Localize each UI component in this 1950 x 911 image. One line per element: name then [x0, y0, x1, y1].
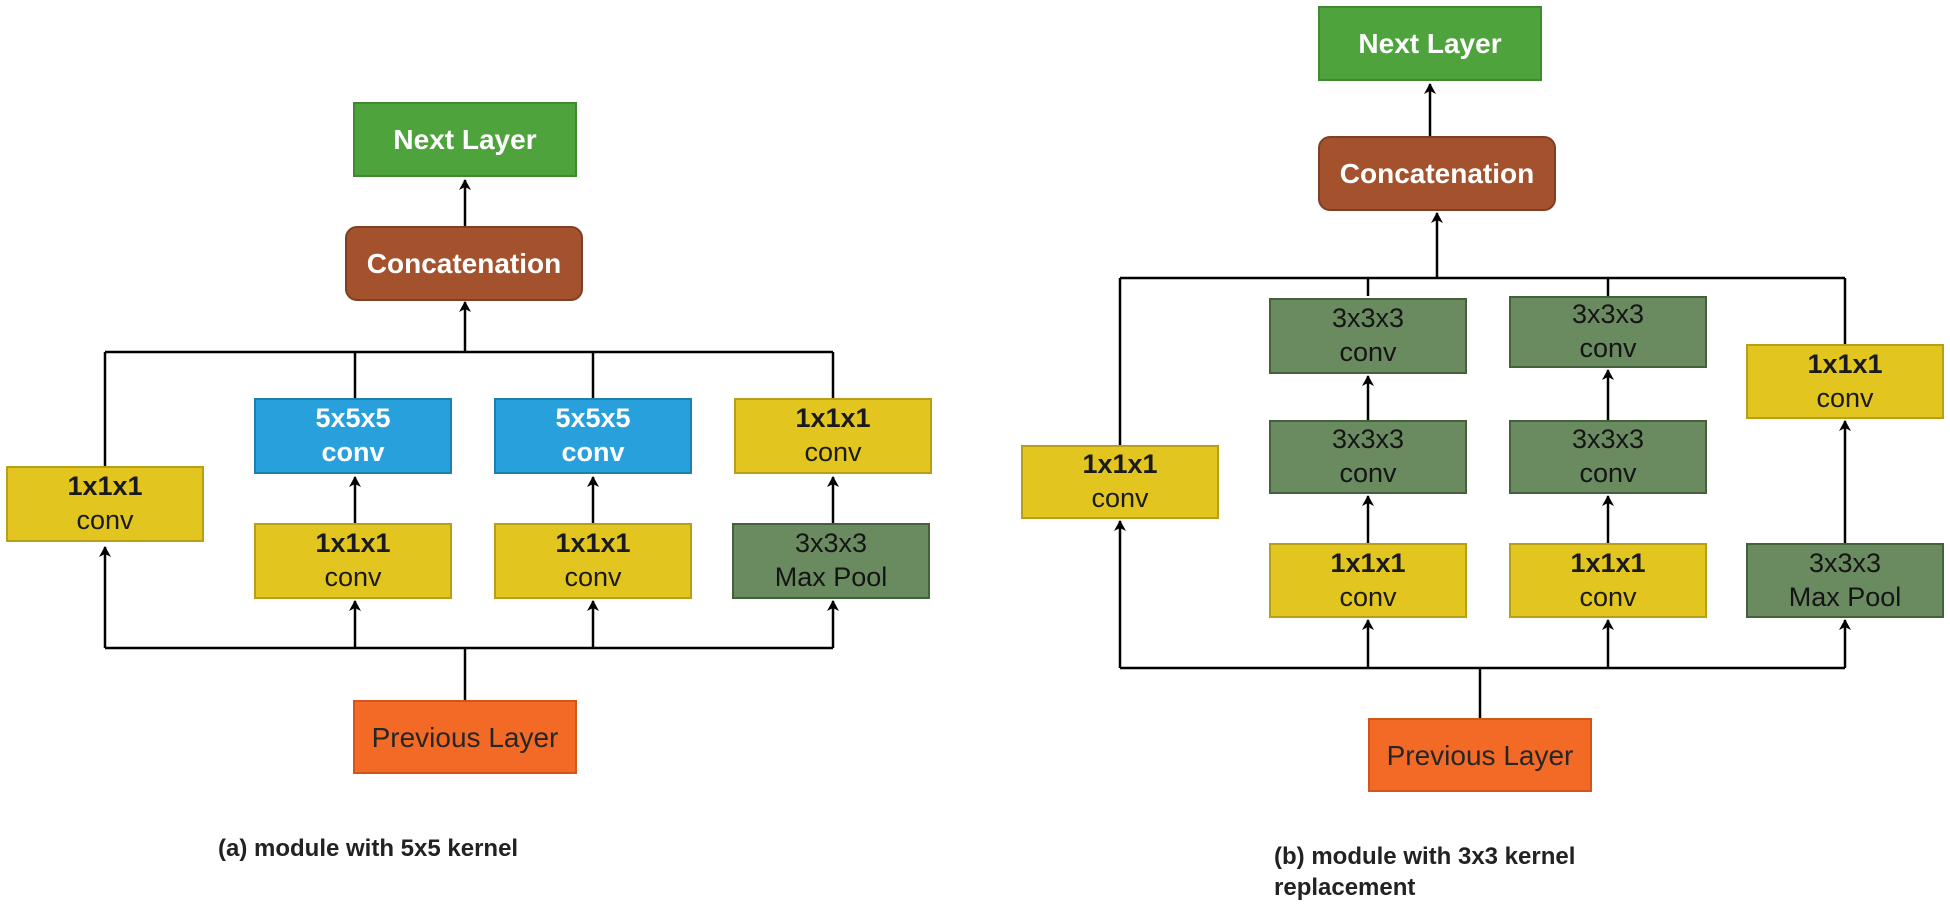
b-branch2-bottom-box: 1x1x1 conv: [1269, 543, 1467, 618]
b-branch1-line1: 1x1x1: [1082, 449, 1158, 480]
a-branch4-bottom-line1: 3x3x3: [794, 528, 868, 559]
b-branch3-bottom-box: 1x1x1 conv: [1509, 543, 1707, 618]
b-branch4-bottom-line2: Max Pool: [1788, 581, 1902, 612]
b-branch1-line2: conv: [1091, 483, 1149, 513]
b-next-layer-label: Next Layer: [1358, 28, 1502, 59]
a-branch3-top-line2: conv: [561, 437, 625, 467]
a-branch2-bottom-line1: 1x1x1: [315, 528, 391, 559]
b-concatenation-label: Concatenation: [1339, 158, 1535, 189]
a-branch4-top-line1: 1x1x1: [795, 403, 871, 434]
b-branch4-top-line1: 1x1x1: [1807, 348, 1883, 379]
a-branch1-conv-box: 1x1x1 conv: [6, 466, 204, 542]
b-branch2-top-line1: 3x3x3: [1331, 303, 1405, 334]
b-branch4-bottom-line1: 3x3x3: [1808, 547, 1882, 578]
b-branch3-top-line2: conv: [1579, 333, 1637, 363]
a-branch1-line2: conv: [76, 505, 134, 535]
a-branch3-bottom-box: 1x1x1 conv: [494, 523, 692, 599]
b-branch3-mid-line1: 3x3x3: [1571, 424, 1645, 455]
a-previous-layer-box: Previous Layer: [353, 700, 577, 774]
a-branch3-bottom-line1: 1x1x1: [555, 528, 631, 559]
a-next-layer-box: Next Layer: [353, 102, 577, 177]
a-branch4-top-box: 1x1x1 conv: [734, 398, 932, 474]
a-branch3-top-box: 5x5x5 conv: [494, 398, 692, 474]
a-caption-text: (a) module with 5x5 kernel: [218, 835, 519, 862]
b-branch1-conv-box: 1x1x1 conv: [1021, 445, 1219, 519]
b-branch4-top-line2: conv: [1816, 382, 1874, 413]
a-branch4-top-line2: conv: [804, 437, 862, 467]
b-caption-line2: replacement: [1274, 874, 1416, 902]
b-branch3-mid-line2: conv: [1579, 458, 1637, 488]
b-branch2-mid-line2: conv: [1339, 458, 1397, 488]
a-branch4-bottom-line2: Max Pool: [774, 562, 888, 592]
b-branch2-top-box: 3x3x3 conv: [1269, 298, 1467, 374]
a-next-layer-label: Next Layer: [393, 124, 537, 155]
b-previous-layer-box: Previous Layer: [1368, 718, 1592, 792]
b-branch3-mid-box: 3x3x3 conv: [1509, 420, 1707, 494]
b-concatenation-box: Concatenation: [1318, 136, 1556, 211]
a-previous-layer-label: Previous Layer: [371, 721, 559, 753]
a-concatenation-box: Concatenation: [345, 226, 583, 301]
a-concatenation-label: Concatenation: [366, 248, 562, 279]
b-branch2-top-line2: conv: [1339, 337, 1397, 367]
b-branch4-maxpool-box: 3x3x3 Max Pool: [1746, 543, 1944, 618]
b-previous-layer-label: Previous Layer: [1386, 739, 1574, 771]
b-branch4-top-box: 1x1x1 conv: [1746, 344, 1944, 419]
b-branch2-mid-box: 3x3x3 conv: [1269, 420, 1467, 494]
a-branch1-line1: 1x1x1: [67, 471, 143, 502]
b-caption-line1: (b) module with 3x3 kernel: [1274, 843, 1576, 870]
b-caption: (b) module with 3x3 kernel replacement: [1274, 841, 1575, 903]
b-branch2-bottom-line2: conv: [1339, 581, 1397, 612]
b-branch2-bottom-line1: 1x1x1: [1330, 547, 1406, 578]
a-branch2-bottom-box: 1x1x1 conv: [254, 523, 452, 599]
a-branch4-maxpool-box: 3x3x3 Max Pool: [732, 523, 930, 599]
a-branch2-bottom-line2: conv: [324, 562, 382, 592]
a-branch3-top-line1: 5x5x5: [555, 403, 631, 434]
b-branch2-mid-line1: 3x3x3: [1331, 424, 1405, 455]
b-branch3-bottom-line2: conv: [1579, 581, 1637, 612]
a-caption: (a) module with 5x5 kernel: [218, 833, 518, 864]
b-branch3-bottom-line1: 1x1x1: [1570, 547, 1646, 578]
b-branch3-top-line1: 3x3x3: [1571, 299, 1645, 330]
b-next-layer-box: Next Layer: [1318, 6, 1542, 81]
a-branch3-bottom-line2: conv: [564, 562, 622, 592]
a-branch2-top-line2: conv: [321, 437, 385, 467]
a-branch2-top-line1: 5x5x5: [315, 403, 391, 434]
a-branch2-top-box: 5x5x5 conv: [254, 398, 452, 474]
b-branch3-top-box: 3x3x3 conv: [1509, 296, 1707, 368]
